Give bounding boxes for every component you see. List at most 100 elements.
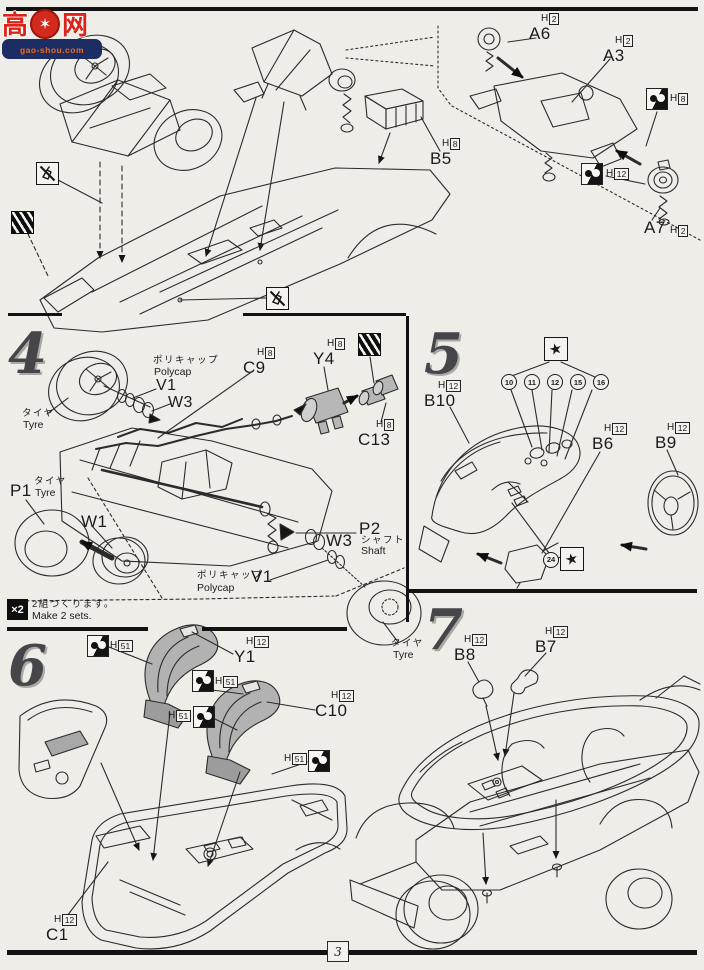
decal-number-16: 16 <box>593 374 609 390</box>
decal-number-15: 15 <box>570 374 586 390</box>
color-code-box: 12 <box>446 380 461 392</box>
grade-letter: H <box>604 422 612 434</box>
part-name-y4: Y4 <box>313 349 335 368</box>
tyre-label-jp: タイヤ <box>34 476 67 487</box>
color-code-box: 51 <box>176 710 191 722</box>
part-name-v1: V1 <box>251 567 273 586</box>
make-two-sets-en: Make 2 sets. <box>32 610 92 622</box>
decal-number-24: 24 <box>543 550 559 568</box>
grade-letter: H <box>438 379 446 391</box>
step4-art <box>7 350 422 646</box>
watermark-char-left: 高 <box>2 10 29 40</box>
step-number-4: 4 <box>8 321 47 387</box>
part-name-p1: P1 <box>10 481 32 500</box>
grade-letter: H <box>215 675 223 687</box>
watermark-gear-icon: ✶ <box>30 8 61 39</box>
divider-top-step4-right <box>243 313 406 316</box>
watermark-char-right: 网 <box>62 10 89 40</box>
color-code-box: 12 <box>339 690 354 702</box>
part-name-w3: W3 <box>326 531 353 550</box>
divider-top-step4-left <box>8 313 62 316</box>
rear-axle-art <box>204 29 356 257</box>
color-code-box: 51 <box>223 676 238 688</box>
grade-letter: H <box>615 34 623 46</box>
step-number-5: 5 <box>424 321 463 387</box>
watermark-banner: gao-shou.com <box>2 39 102 59</box>
grade-letter: H <box>670 92 678 104</box>
watermark-site: gao-shou.com <box>19 45 85 55</box>
paint-swatch-icon <box>192 670 214 692</box>
grade-letter: H <box>442 137 450 149</box>
color-code-box: 2 <box>549 13 559 25</box>
divider-step4-step6-left <box>7 627 148 631</box>
color-code-box: 8 <box>450 138 460 150</box>
grade-letter: H <box>376 418 384 430</box>
top-border-rule <box>6 7 698 11</box>
color-code-box: 8 <box>335 338 345 350</box>
front-suspension-art <box>38 34 223 263</box>
inset-detail-art <box>345 25 701 241</box>
paint-swatch-icon <box>581 163 603 185</box>
polycap-label-en: Polycap <box>197 582 235 594</box>
color-code-box: 2 <box>623 35 633 47</box>
page-number: 3 <box>327 941 349 962</box>
decal-number-row: 10 11 12 15 16 <box>501 374 609 390</box>
color-code-box: 12 <box>675 422 690 434</box>
paint-swatch-icon <box>646 88 668 110</box>
decal-number-11: 11 <box>524 374 540 390</box>
part-name-y1: Y1 <box>234 647 256 666</box>
part-name-w1: W1 <box>81 512 108 531</box>
step7-art <box>349 652 701 950</box>
color-code-box: 12 <box>553 626 568 638</box>
star-glyph: ★ <box>563 549 581 569</box>
grade-letter: H <box>670 225 678 236</box>
shaft-label-jp: シャフト <box>361 535 406 546</box>
tyre-label-en: Tyre <box>393 649 414 661</box>
no-cement-icon <box>266 287 289 310</box>
grade-letter: H <box>110 639 118 651</box>
watermark-logo[interactable]: 高 ✶ 网 gao-shou.com <box>2 5 108 59</box>
grade-letter: H <box>667 421 675 433</box>
grade-letter: H <box>331 689 339 701</box>
part-name-w3: W3 <box>168 394 193 411</box>
tyre-label-en: Tyre <box>23 419 44 431</box>
chassis-pan-art <box>27 167 451 333</box>
paint-swatch-icon <box>308 750 330 772</box>
color-code-box: 8 <box>265 347 275 359</box>
tyre-label-en: Tyre <box>35 487 56 499</box>
polycap-label-jp: ポリキャップ <box>197 570 264 581</box>
polycap-label-jp: ポリキャップ <box>153 355 220 366</box>
grade-letter: H <box>327 337 335 349</box>
part-name-c10: C10 <box>315 701 348 720</box>
shaft-label-en: Shaft <box>361 545 386 557</box>
color-code-box: 51 <box>118 640 133 652</box>
part-name-b10: B10 <box>424 391 456 410</box>
no-cement-icon <box>36 162 59 185</box>
star-glyph: ★ <box>547 339 565 359</box>
color-code-box: 8 <box>678 93 688 105</box>
part-name-p2: P2 <box>359 519 381 538</box>
divider-step4-step5 <box>406 316 409 622</box>
divider-step4-step6-right <box>202 627 347 631</box>
grade-letter: H <box>168 709 176 721</box>
color-code-box: 2 <box>678 225 689 238</box>
